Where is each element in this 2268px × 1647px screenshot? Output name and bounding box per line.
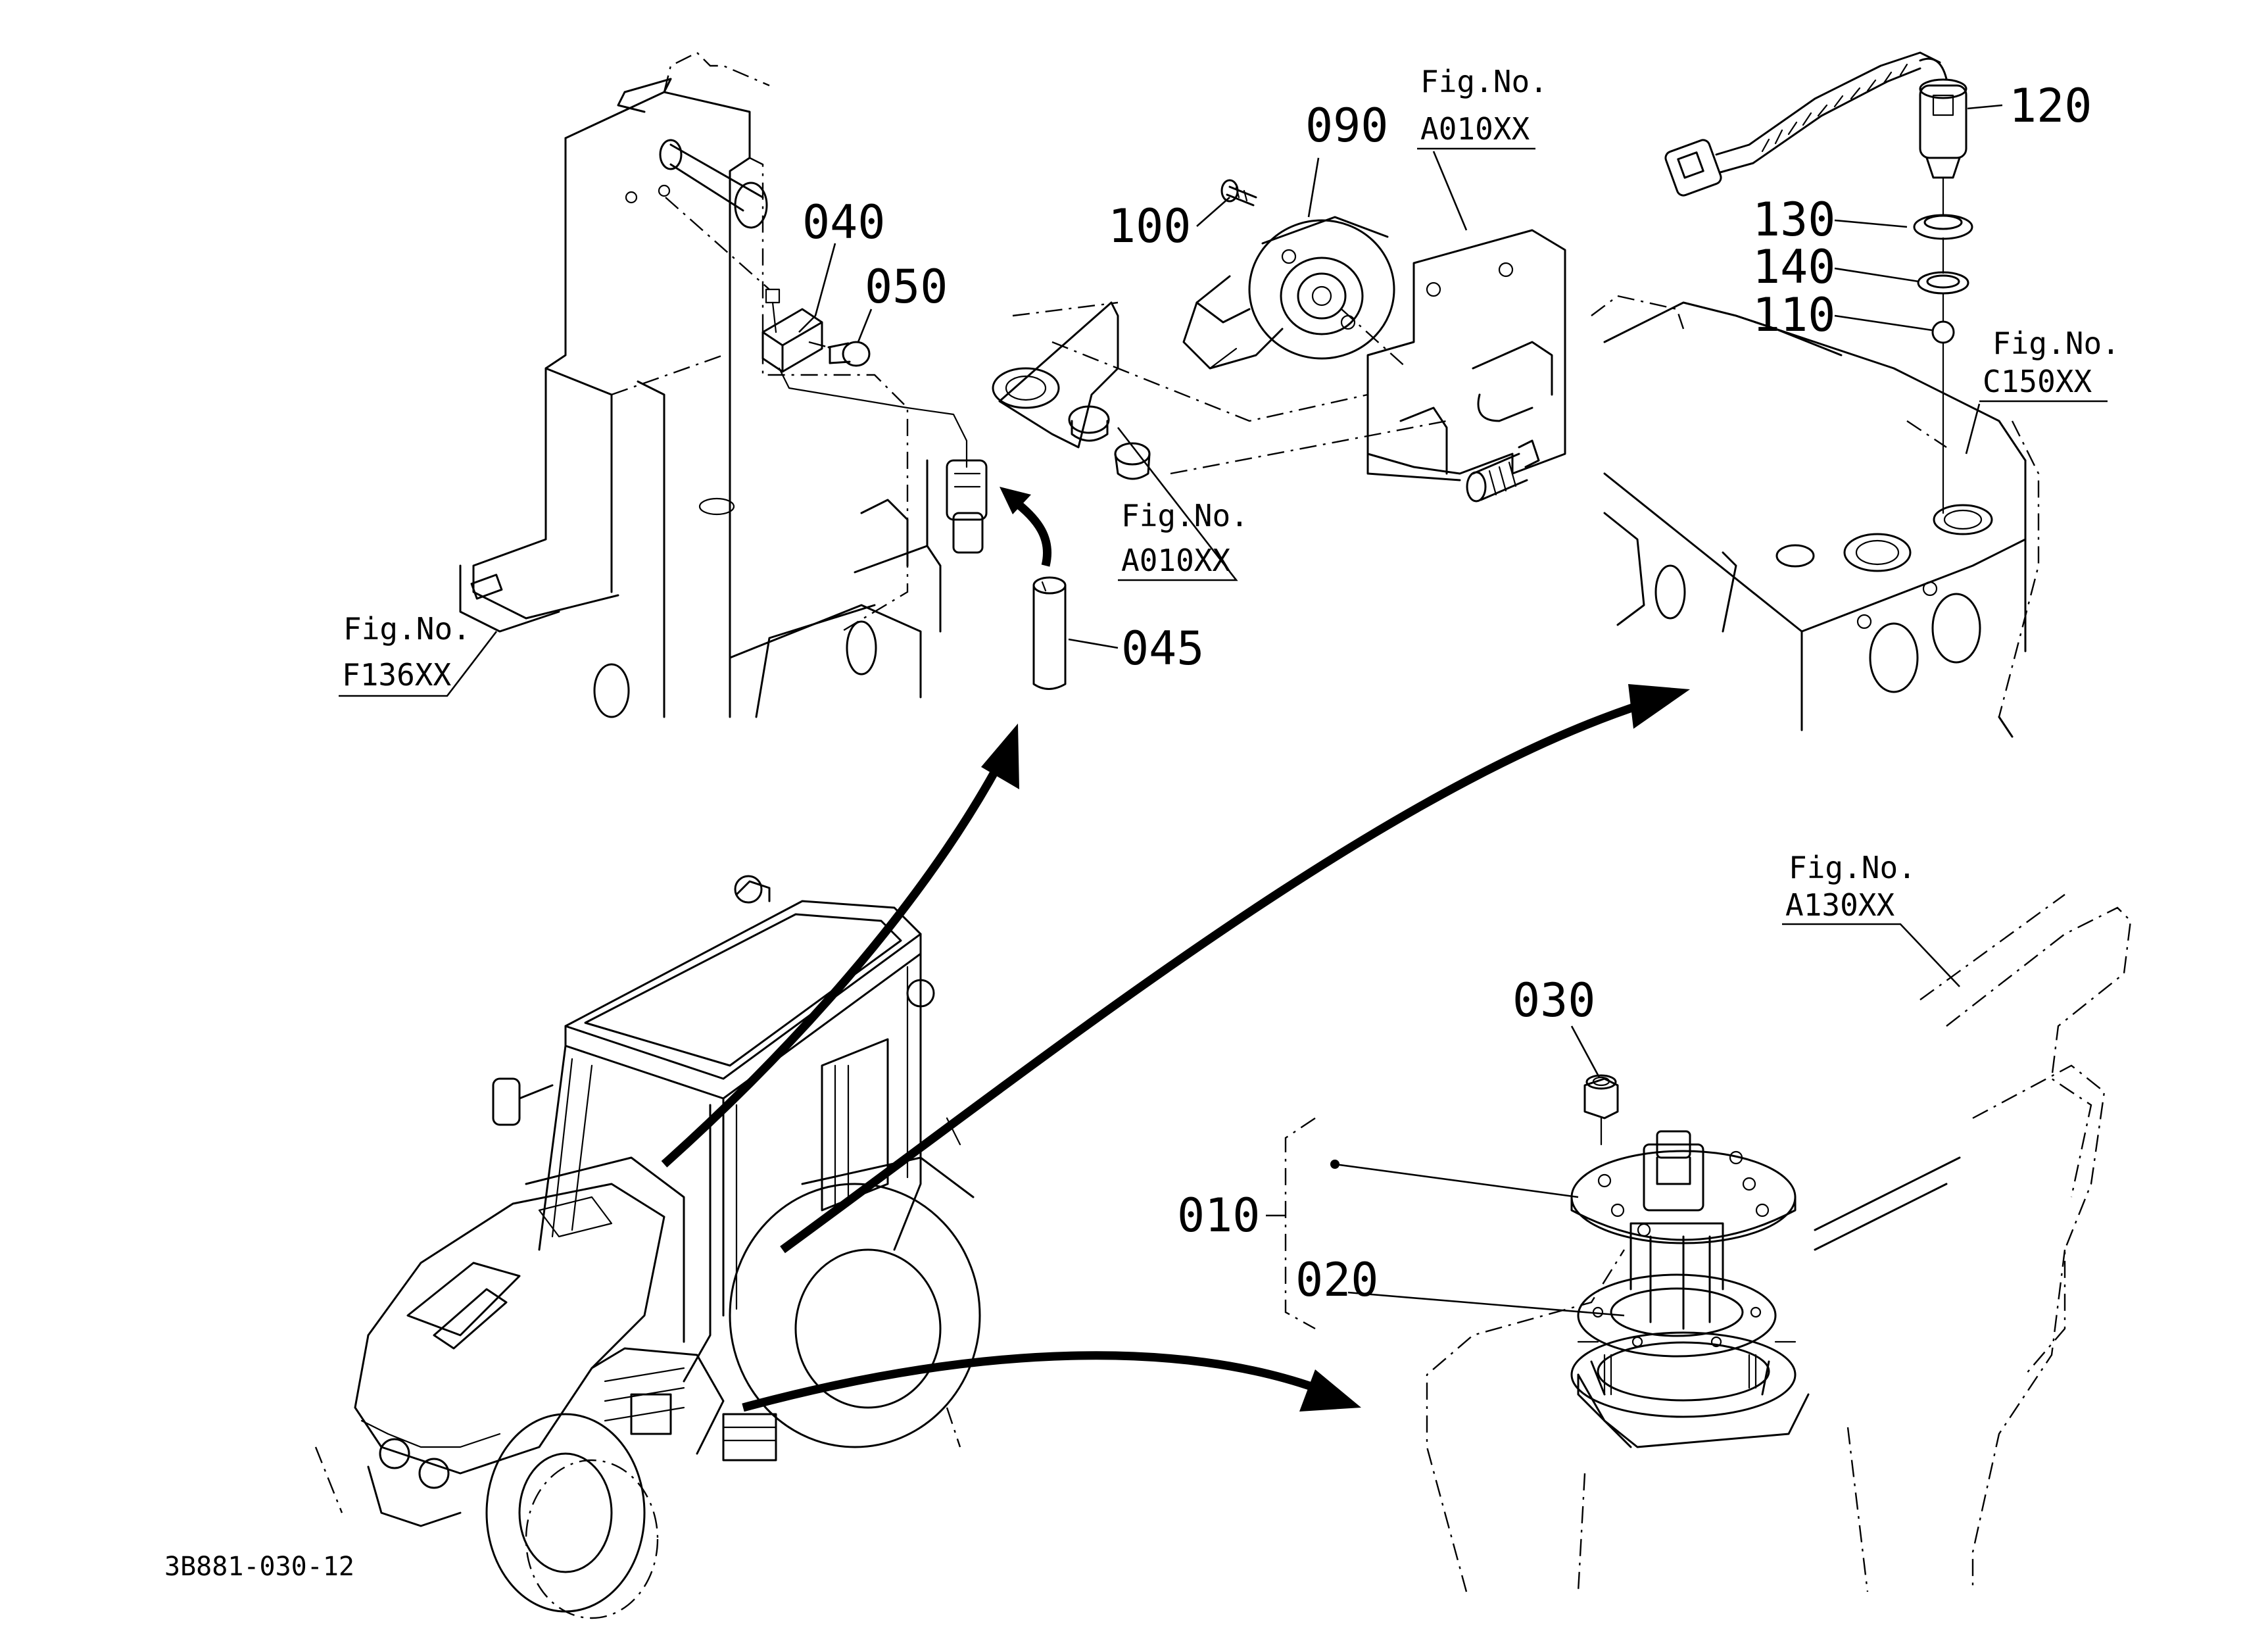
label-040: 040	[802, 195, 885, 249]
pin-insert-arrow	[1010, 496, 1052, 567]
fig-ref-c150-title: Fig.No.	[1992, 326, 2120, 361]
callout-arrowhead-to-valve	[1628, 684, 1690, 729]
label-100: 100	[1108, 199, 1191, 253]
label-010: 010	[1177, 1189, 1260, 1242]
nut-part-030	[1583, 1074, 1619, 1146]
linkage-line-2	[1051, 341, 1368, 422]
callout-arrowhead-to-switch	[981, 724, 1019, 789]
label-020: 020	[1295, 1253, 1378, 1307]
callout-arrow-to-tank	[742, 1351, 1317, 1412]
linkage-line	[1170, 420, 1447, 475]
callout-arrow-to-switch	[661, 760, 1003, 1168]
fig-ref-a010-top-title: Fig.No.	[1420, 64, 1548, 99]
seat-bracket-illustration	[459, 51, 942, 718]
callout-arrowhead-to-tank	[1299, 1369, 1361, 1412]
label-140: 140	[1752, 240, 1835, 294]
label-110: 110	[1752, 288, 1835, 342]
fig-ref-f136-code: F136XX	[342, 657, 451, 693]
part-number-labels: 040 050 045 090 100 120 130 140 110 030 …	[802, 79, 2092, 1307]
pin-insert-arrowhead	[1000, 487, 1031, 514]
fuel-tank-illustration	[1426, 894, 2132, 1592]
label-130: 130	[1752, 193, 1835, 247]
potentiometer-part-090	[1182, 216, 1408, 370]
mounting-plate-illustration	[1366, 229, 1566, 503]
label-120: 120	[2009, 79, 2092, 133]
label-030: 030	[1512, 973, 1595, 1027]
fuel-sender-part-010	[1570, 1130, 1797, 1330]
sensor-harness-part-120	[1664, 51, 1967, 199]
fig-ref-a010-top-code: A010XX	[1420, 111, 1530, 147]
screw-part-100	[1220, 179, 1257, 207]
fig-ref-c150-code: C150XX	[1983, 364, 2092, 399]
label-050: 050	[865, 260, 948, 314]
fig-ref-a010-mid-code: A010XX	[1121, 543, 1230, 578]
spring-pin-045	[1032, 576, 1067, 690]
fig-ref-f136-title: Fig.No.	[343, 611, 471, 647]
washers-and-ball	[1913, 196, 1973, 514]
gasket-part-020	[1577, 1273, 1777, 1358]
fig-ref-a130-code: A130XX	[1785, 887, 1894, 923]
callout-arrow-to-valve	[780, 699, 1646, 1254]
fig-ref-a130-title: Fig.No.	[1789, 850, 1916, 885]
bolt-part-050	[808, 341, 871, 367]
drawing-number: 3B881-030-12	[164, 1552, 354, 1582]
lever-bracket-illustration	[992, 301, 1151, 480]
fig-ref-a010-mid-title: Fig.No.	[1121, 498, 1249, 533]
label-090: 090	[1305, 99, 1388, 153]
harness-connector	[946, 459, 988, 554]
figure-reference-labels: Fig.No. F136XX Fig.No. A010XX Fig.No. A0…	[342, 64, 2120, 923]
tractor-illustration	[314, 875, 981, 1619]
valve-block-illustration	[1591, 295, 2040, 738]
label-045: 045	[1121, 622, 1204, 676]
safety-switch-part	[665, 197, 968, 468]
leader-lines	[339, 104, 2108, 1330]
